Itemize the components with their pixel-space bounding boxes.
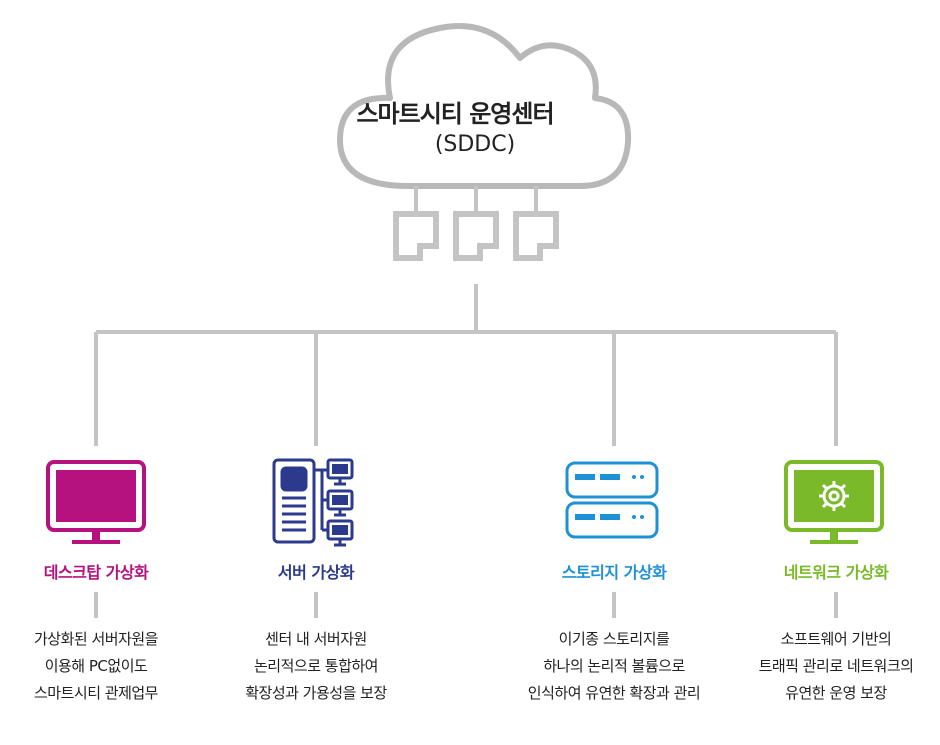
desc-line: 가상화된 서버자원을 — [34, 630, 158, 648]
desc-line: 유연한 운영 보장 — [785, 684, 887, 702]
node-desc-server: 센터 내 서버자원 논리적으로 통합하여 확장성과 가용성을 보장 — [196, 626, 436, 707]
node-desc-network: 소프트웨어 기반의 트래픽 관리로 네트워크의 유연한 운영 보장 — [716, 626, 940, 707]
desc-line: 이기종 스토리지를 — [558, 630, 670, 648]
desc-line: 논리적으로 통합하여 — [254, 657, 378, 675]
node-label-desktop: 데스크탑 가상화 — [43, 563, 149, 582]
hub-icon — [393, 211, 439, 261]
desc-line: 확장성과 가용성을 보장 — [245, 684, 387, 702]
desc-line: 소프트웨어 기반의 — [780, 630, 892, 648]
server-network-icon — [272, 458, 354, 547]
desc-line: 스마트시티 관제업무 — [34, 684, 158, 702]
hub-icon — [513, 211, 559, 261]
desc-line: 센터 내 서버자원 — [265, 630, 367, 648]
center-title: 스마트시티 운영센터 — [356, 100, 554, 128]
cloud-hub-links — [414, 186, 538, 214]
desc-line: 인식하여 유연한 확장과 관리 — [527, 684, 701, 702]
node-desc-desktop: 가상화된 서버자원을 이용해 PC없이도 스마트시티 관제업무 — [0, 626, 216, 707]
gear-icon — [819, 481, 849, 511]
monitor-icon — [46, 460, 146, 544]
node-label-storage: 스토리지 가상화 — [561, 563, 667, 582]
node-desc-storage: 이기종 스토리지를 하나의 논리적 볼륨으로 인식하여 유연한 확장과 관리 — [494, 626, 734, 707]
desc-line: 트래픽 관리로 네트워크의 — [758, 657, 914, 675]
hub-icon — [453, 211, 499, 261]
desc-line: 하나의 논리적 볼륨으로 — [543, 657, 685, 675]
node-label-network: 네트워크 가상화 — [783, 563, 889, 582]
hub-icons — [393, 211, 559, 261]
gear-monitor-icon — [784, 460, 884, 544]
connector-lines — [94, 284, 838, 618]
desc-line: 이용해 PC없이도 — [44, 657, 148, 675]
cloud-shape — [337, 23, 632, 189]
node-label-server: 서버 가상화 — [277, 563, 355, 582]
center-subtitle: (SDDC) — [434, 132, 516, 157]
storage-icon — [565, 461, 659, 539]
